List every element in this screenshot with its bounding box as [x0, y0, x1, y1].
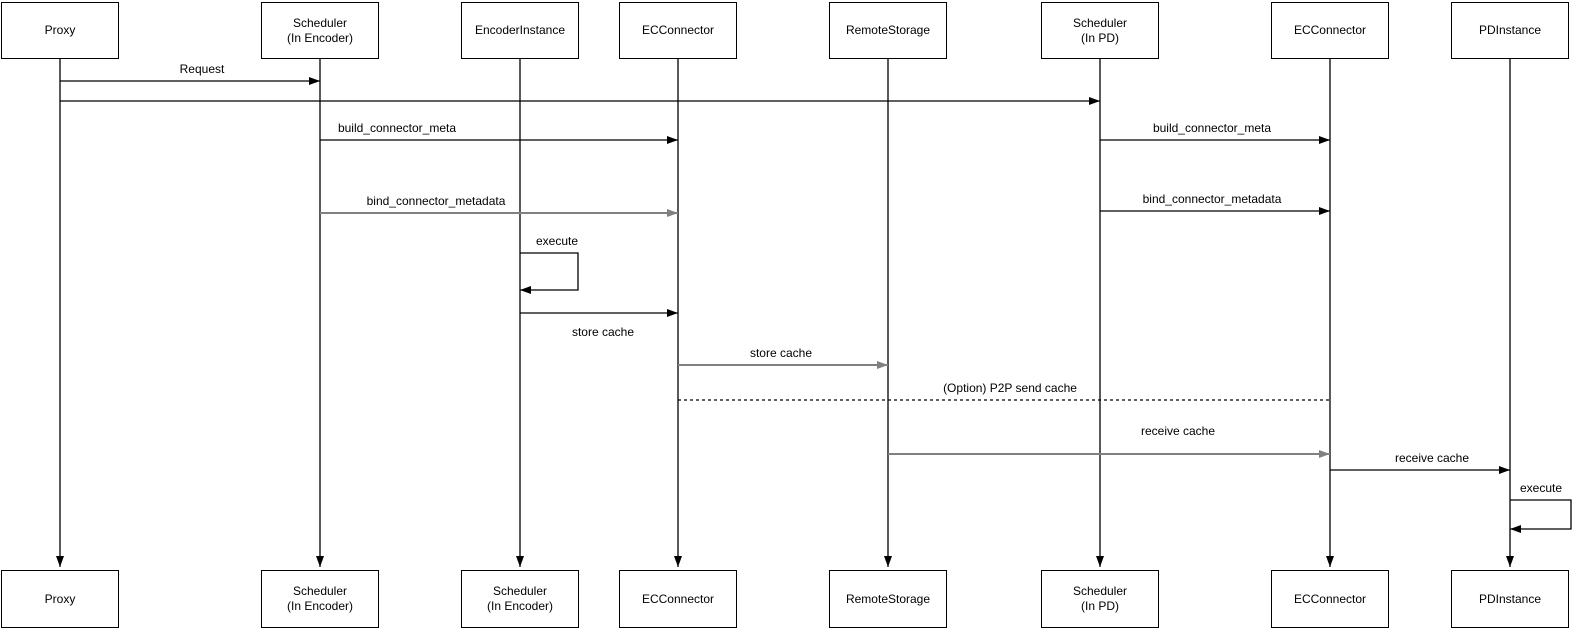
bottom-box-remote-storage: RemoteStorage	[829, 570, 947, 628]
bottom-box-proxy: Proxy	[1, 570, 119, 628]
top-box-scheduler-pd: Scheduler (In PD)	[1041, 2, 1159, 59]
self-message-arrow-12	[1510, 499, 1572, 533]
message-label-0: Request	[179, 62, 225, 76]
message-label-4: bind_connector_metadata	[366, 194, 506, 208]
bottom-box-encoder-instance: Scheduler (In Encoder)	[461, 570, 579, 628]
bottom-box-ec-connector-pd: ECConnector	[1271, 570, 1389, 628]
message-label-2: build_connector_meta	[337, 121, 457, 135]
top-box-proxy: Proxy	[1, 2, 119, 59]
top-box-ec-connector-pd: ECConnector	[1271, 2, 1389, 59]
bottom-box-pd-instance: PDInstance	[1451, 570, 1569, 628]
top-box-pd-instance: PDInstance	[1451, 2, 1569, 59]
message-label-6: execute	[535, 234, 579, 248]
message-label-9: (Option) P2P send cache	[943, 381, 1077, 395]
message-label-8: store cache	[749, 346, 813, 360]
self-message-arrow-6	[520, 252, 579, 294]
bottom-box-scheduler-encoder: Scheduler (In Encoder)	[261, 570, 379, 628]
bottom-box-scheduler-pd: Scheduler (In PD)	[1041, 570, 1159, 628]
top-box-ec-connector-encoder: ECConnector	[619, 2, 737, 59]
message-label-5: bind_connector_metadata	[1142, 192, 1282, 206]
message-label-3: build_connector_meta	[1152, 121, 1272, 135]
top-box-scheduler-encoder: Scheduler (In Encoder)	[261, 2, 379, 59]
message-label-7: store cache	[571, 325, 635, 339]
message-label-11: receive cache	[1394, 451, 1470, 465]
bottom-box-ec-connector-encoder: ECConnector	[619, 570, 737, 628]
top-box-encoder-instance: EncoderInstance	[461, 2, 579, 59]
top-box-remote-storage: RemoteStorage	[829, 2, 947, 59]
message-label-12: execute	[1519, 481, 1563, 495]
message-label-10: receive cache	[1140, 424, 1216, 438]
